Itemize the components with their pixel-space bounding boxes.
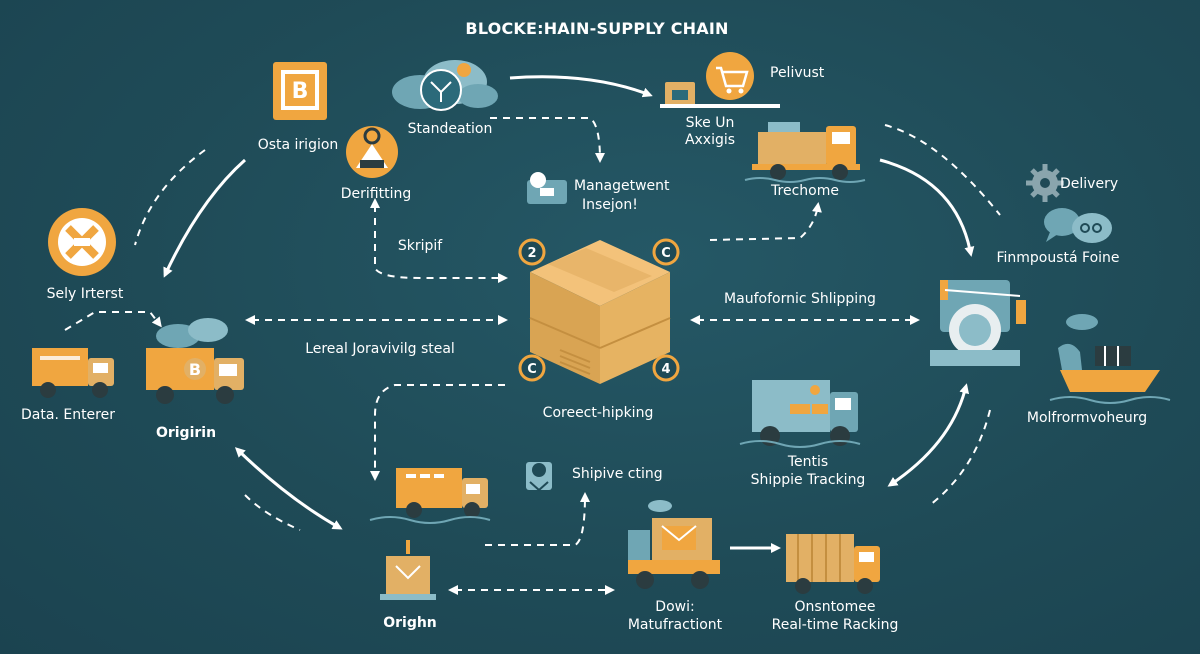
truck-icon-onsntomee xyxy=(786,534,880,594)
label-sely-irterst: Sely Irterst xyxy=(46,286,124,302)
svg-text:B: B xyxy=(189,360,201,379)
arrow-dashed-delivery-right xyxy=(884,124,1001,216)
label-insejon: Insejon! xyxy=(582,197,638,213)
arrow-origin-bottom xyxy=(234,447,343,530)
label-shippie-tracking: Shippie Tracking xyxy=(750,472,866,488)
arrow-dashed-shipive xyxy=(485,492,590,546)
package-icon xyxy=(527,172,567,204)
label-finmpousta-foine: Finmpoustá Foine xyxy=(996,250,1120,266)
ship-icon xyxy=(1049,314,1171,404)
box-badge-2: C xyxy=(661,246,671,261)
box-badge-4: 4 xyxy=(661,362,670,377)
gear-icon xyxy=(1026,164,1064,202)
box-badge-3: C xyxy=(527,362,537,377)
location-pin-icon xyxy=(526,462,552,492)
label-derifitting: Derifitting xyxy=(340,186,412,202)
truck-icon-dowi xyxy=(628,500,720,589)
label-corerect: Coreect-hipking xyxy=(542,405,654,421)
truck-icon xyxy=(744,122,866,183)
label-axxigis: Axxigis xyxy=(684,132,736,148)
arrow-left-loop xyxy=(163,158,246,278)
truck-icon-tentis xyxy=(739,380,861,448)
cloud-icon xyxy=(392,60,498,111)
shopping-cart-icon xyxy=(660,52,780,108)
chain-badge-icon xyxy=(48,208,116,276)
box-badge-1: 2 xyxy=(527,246,536,261)
diagram-title: BLOCKE:HAIN-SUPPLY CHAIN xyxy=(465,19,729,38)
arrow-right-upper xyxy=(879,158,975,257)
label-dowi: Dowi: xyxy=(655,599,695,615)
label-onsntomee: Onsntomee xyxy=(794,599,876,615)
central-package-icon xyxy=(529,240,671,384)
label-realtime-racking: Real-time Racking xyxy=(771,617,899,633)
arrow-right-lower xyxy=(887,383,970,487)
label-standeation: Standeation xyxy=(407,121,493,137)
padlock-icon xyxy=(346,126,398,178)
svg-text:B: B xyxy=(292,79,309,104)
label-delivery: Delivery xyxy=(1060,176,1119,192)
label-shipive-cting: Shipive cting xyxy=(572,466,663,482)
chat-icon xyxy=(1044,208,1112,243)
arrow-dashed-bottom-left xyxy=(244,494,301,531)
truck-icon-lower-left xyxy=(369,468,491,524)
arrow-dashed-outer-left xyxy=(134,149,206,246)
arrow-dashed-right-lower xyxy=(929,409,991,506)
label-pelivust: Pelivust xyxy=(770,65,825,81)
label-skripif: Skripif xyxy=(397,238,443,254)
label-mafofornic: Maufofornic Shlipping xyxy=(724,291,876,307)
arrow-standeation-pelivust xyxy=(509,75,653,98)
arrow-dashed-trechome-box xyxy=(709,202,822,241)
crane-icon xyxy=(930,280,1026,366)
label-mofformovhoeurg: Molfrormvoheurg xyxy=(1026,410,1148,426)
label-origihn: Orighn xyxy=(383,615,437,631)
label-data-enterer: Data. Enterer xyxy=(21,407,115,423)
label-ske-un: Ske Un xyxy=(685,115,735,131)
arrow-dashed-deriffitting xyxy=(370,198,508,283)
bitcoin-icon: B xyxy=(273,62,327,120)
truck-icon-data-enterer xyxy=(32,348,114,398)
box-badges: 2 C C 4 xyxy=(518,238,680,382)
arrow-dashed-corerect xyxy=(370,384,505,481)
label-lereal: Lereal Joravivilg steal xyxy=(305,341,455,357)
label-managetwent: Managetwent xyxy=(574,178,670,194)
label-tentis: Tentis xyxy=(787,454,829,470)
label-origirin: Origirin xyxy=(155,425,217,441)
package-icon-orighn xyxy=(380,540,436,600)
arrow-dashed-data-enterer xyxy=(64,311,162,331)
label-osta-irigion: Osta irigion xyxy=(257,137,339,153)
label-matufractiont: Matufractiont xyxy=(627,617,723,633)
label-trechome: Trechome xyxy=(771,183,839,199)
truck-icon-origin: B xyxy=(146,318,244,404)
